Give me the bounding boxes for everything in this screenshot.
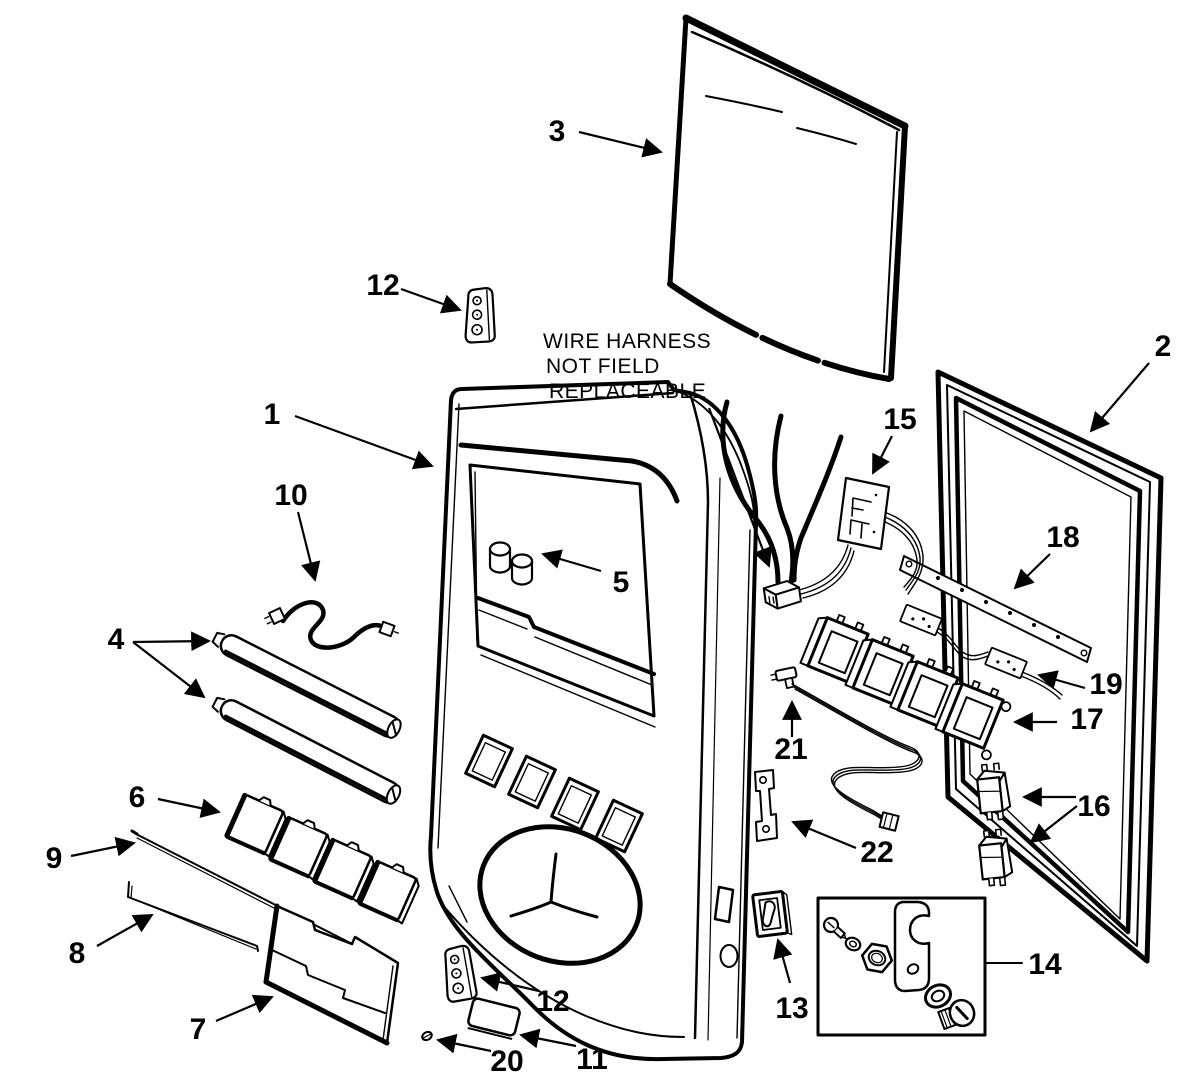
part-12-bracket-bottom xyxy=(443,944,479,1004)
part-15-circuit-board xyxy=(836,476,891,551)
callout-11: 11 xyxy=(519,1028,608,1076)
svg-text:8: 8 xyxy=(69,937,86,970)
cable-plug xyxy=(878,811,900,832)
part-19-plates xyxy=(899,603,1028,680)
svg-text:19: 19 xyxy=(1089,668,1122,701)
svg-text:12: 12 xyxy=(366,269,399,302)
svg-text:3: 3 xyxy=(549,115,566,148)
part-21-connector-cable xyxy=(770,666,923,832)
callout-21: 21 xyxy=(774,700,808,766)
svg-text:17: 17 xyxy=(1070,703,1103,736)
svg-text:21: 21 xyxy=(774,733,807,766)
callout-6: 6 xyxy=(129,781,221,818)
kit-lock-cylinder xyxy=(937,998,976,1030)
part-4-tubes xyxy=(211,631,402,805)
part-13-rocker-switch xyxy=(751,890,793,938)
note-line-3: REPLACEABLE xyxy=(549,380,706,403)
note-line-2: NOT FIELD xyxy=(546,355,660,378)
svg-text:10: 10 xyxy=(274,479,307,512)
svg-text:1: 1 xyxy=(264,398,281,431)
callout-1: 1 xyxy=(264,398,434,470)
svg-text:16: 16 xyxy=(1077,790,1110,823)
panel-button-openings xyxy=(464,733,644,854)
svg-text:22: 22 xyxy=(860,836,893,869)
kit-screw xyxy=(822,916,847,940)
pillar-hole xyxy=(719,944,739,968)
callout-9: 9 xyxy=(46,836,136,875)
callout-14: 14 xyxy=(1028,948,1062,981)
svg-text:18: 18 xyxy=(1046,521,1079,554)
part-14-lock-kit xyxy=(816,896,1023,1037)
kit-cam-plate xyxy=(893,900,931,993)
callout-5: 5 xyxy=(541,549,630,599)
part-7-trim-panel xyxy=(263,903,400,1046)
part-17-switch-housings xyxy=(799,614,1012,761)
part-10-jumper-wire xyxy=(264,600,399,650)
callout-12-top: 12 xyxy=(366,269,462,314)
svg-text:15: 15 xyxy=(883,403,916,436)
wire-harness xyxy=(720,399,855,610)
svg-text:6: 6 xyxy=(129,781,146,814)
callout-13: 13 xyxy=(773,938,809,1025)
callout-7: 7 xyxy=(190,994,274,1046)
callout-4: 4 xyxy=(108,623,211,699)
callout-3: 3 xyxy=(549,115,663,158)
note-wire-harness: WIRE HARNESS NOT FIELD REPLACEABLE xyxy=(543,330,772,568)
callout-19: 19 xyxy=(1037,668,1123,701)
part-20-screw xyxy=(421,1030,433,1042)
part-5-buttons xyxy=(488,541,534,586)
dispenser-recess xyxy=(477,824,643,966)
kit-washer xyxy=(924,983,952,1009)
callout-10: 10 xyxy=(274,479,321,582)
svg-text:12: 12 xyxy=(536,985,569,1018)
callout-12-bottom: 12 xyxy=(480,972,570,1018)
svg-text:7: 7 xyxy=(190,1013,207,1046)
note-leader-arrow xyxy=(707,407,772,568)
part-6-button-caps xyxy=(224,792,420,925)
callout-16: 16 xyxy=(1022,787,1111,844)
kit-oring xyxy=(844,936,862,952)
part-3-outer-door-panel xyxy=(667,14,909,382)
callout-15: 15 xyxy=(872,403,917,475)
callout-20: 20 xyxy=(436,1033,524,1078)
svg-text:20: 20 xyxy=(490,1045,523,1078)
svg-text:4: 4 xyxy=(108,623,125,656)
part-11-pad xyxy=(467,997,521,1040)
callout-2: 2 xyxy=(1089,330,1172,433)
part-22-bracket xyxy=(754,769,778,842)
svg-text:14: 14 xyxy=(1028,948,1062,981)
note-line-1: WIRE HARNESS xyxy=(543,330,711,353)
harness-connector xyxy=(762,580,802,610)
callout-17: 17 xyxy=(1013,703,1104,736)
part-8-rod xyxy=(127,881,259,952)
svg-text:11: 11 xyxy=(576,1043,608,1076)
callouts: 1 2 3 4 5 6 7 8 9 10 11 12 12 13 14 15 1… xyxy=(46,115,1172,1078)
kit-hex-nut xyxy=(860,942,894,974)
callout-18: 18 xyxy=(1013,521,1080,590)
svg-text:2: 2 xyxy=(1155,330,1172,363)
part-1-control-panel-facade xyxy=(428,380,759,1062)
callout-8: 8 xyxy=(69,914,154,970)
callout-22: 22 xyxy=(791,819,894,869)
part-2-door-gasket xyxy=(935,369,1164,964)
svg-text:13: 13 xyxy=(775,992,808,1025)
part-16-switches xyxy=(976,762,1014,887)
part-12-bracket-top xyxy=(463,285,500,346)
part-18-strip xyxy=(899,555,1092,663)
svg-text:5: 5 xyxy=(613,566,630,599)
pillar-slot xyxy=(713,885,735,924)
svg-text:9: 9 xyxy=(46,842,63,875)
